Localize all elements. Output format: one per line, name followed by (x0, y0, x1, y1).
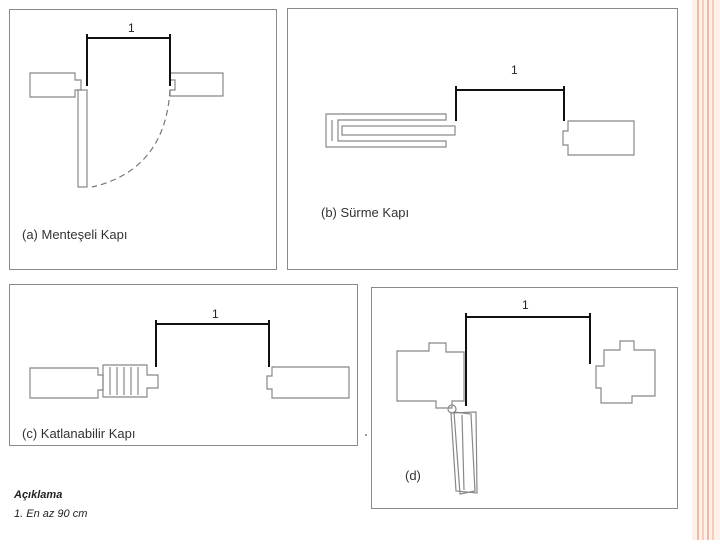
caption-folding-door: (c) Katlanabilir Kapı (22, 426, 136, 441)
right-wall (169, 72, 224, 97)
sliding-panel (341, 125, 456, 136)
door-swing-arc (91, 89, 171, 188)
right-wall (562, 120, 635, 156)
door-d-diagram: 1 (396, 298, 656, 495)
caption-sliding-door: (b) Sürme Kapı (321, 205, 410, 220)
panel-door-d: 1 (d) (371, 287, 678, 509)
door-leaf (77, 89, 88, 188)
panel-hinged-door: 1 (a) Menteşeli Kapı (9, 9, 277, 270)
dimension-label: 1 (212, 307, 219, 321)
door-leaf-sketch (453, 411, 476, 495)
legend-title: Açıklama (14, 489, 63, 501)
right-wall (595, 340, 656, 404)
door-leaf-line (461, 414, 465, 491)
dimension-label: 1 (522, 298, 529, 312)
dimension-label: 1 (511, 63, 518, 77)
left-wall (29, 367, 104, 399)
caption-door-d: (d) (405, 468, 421, 483)
legend: Açıklama 1. En az 90 cm (14, 486, 87, 524)
folding-door-diagram: 1 (29, 307, 350, 399)
folded-leaves (102, 364, 159, 398)
dimension-label: 1 (128, 21, 135, 35)
caption-hinged-door: (a) Menteşeli Kapı (22, 227, 128, 242)
right-wall (266, 366, 350, 399)
left-wall (29, 72, 82, 98)
side-band-stripes (692, 0, 720, 540)
pocket-wall (325, 113, 447, 148)
sliding-door-diagram: 1 (325, 63, 635, 156)
panel-folding-door: 1 (c) Katlanabilir Kapı (9, 284, 358, 446)
door-leaf (450, 411, 478, 494)
stray-dot (365, 434, 367, 436)
legend-item: 1. En az 90 cm (14, 508, 88, 520)
hinged-door-diagram: 1 (29, 21, 224, 188)
left-wall (396, 342, 465, 409)
panel-sliding-door: 1 (b) Sürme Kapı (287, 8, 678, 270)
decorative-side-band (692, 0, 720, 540)
